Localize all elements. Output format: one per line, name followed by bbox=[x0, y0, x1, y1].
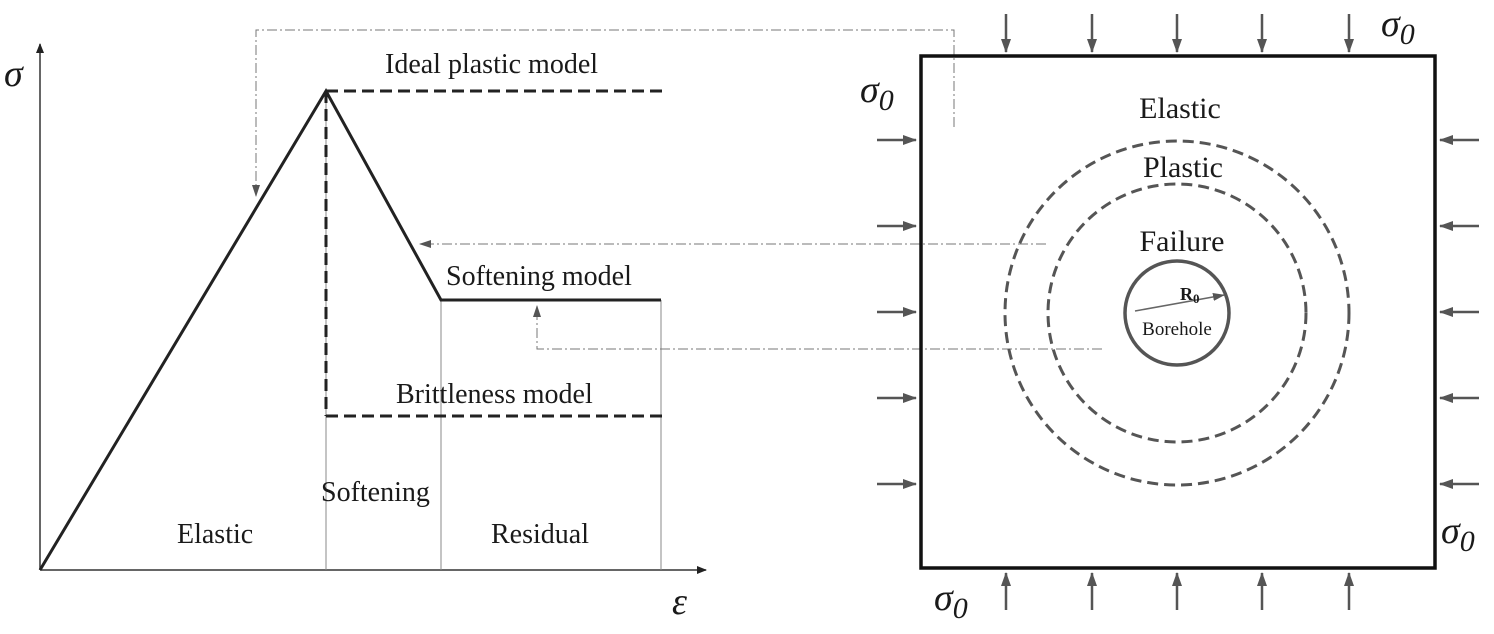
y-axis-symbol: σ bbox=[4, 53, 24, 95]
stress-label-bottom-left: σ0 bbox=[934, 577, 968, 625]
radius-label: R0 bbox=[1180, 284, 1200, 306]
right-load-arrows bbox=[1439, 135, 1479, 489]
stress-label-left: σ0 bbox=[860, 69, 894, 117]
zone-connectors bbox=[252, 29, 1102, 350]
stress-label-top-right: σ0 bbox=[1381, 3, 1415, 51]
zone-label-elastic: Elastic bbox=[1139, 92, 1221, 125]
failure-zone-boundary bbox=[1046, 182, 1308, 444]
zone-label-plastic: Plastic bbox=[1143, 151, 1223, 184]
elastic-softening-curve bbox=[38, 87, 661, 571]
left-load-arrows bbox=[877, 135, 917, 489]
stress-subscript: 0 bbox=[1460, 525, 1475, 558]
stage-label-residual: Residual bbox=[491, 519, 589, 550]
stress-symbol: σ bbox=[1441, 510, 1461, 552]
stage-label-elastic: Elastic bbox=[177, 519, 253, 550]
connector-failure-zone bbox=[533, 305, 1102, 350]
zone-label-failure: Failure bbox=[1140, 225, 1225, 258]
bottom-load-arrows bbox=[1001, 572, 1354, 610]
borehole-wall bbox=[1123, 259, 1231, 367]
stress-symbol: σ bbox=[934, 577, 954, 619]
plastic-zone-boundary bbox=[1003, 139, 1351, 487]
stress-label-right: σ0 bbox=[1441, 510, 1475, 558]
zone-label-borehole: Borehole bbox=[1142, 319, 1212, 340]
ideal-plastic-label: Ideal plastic model bbox=[385, 49, 598, 80]
stress-subscript: 0 bbox=[1400, 18, 1415, 51]
radius-arrow bbox=[1134, 293, 1225, 312]
brittleness-model-label: Brittleness model bbox=[396, 379, 593, 410]
stage-label-softening: Softening bbox=[321, 477, 430, 508]
x-axis-symbol: ε bbox=[672, 581, 687, 623]
radius-symbol: R bbox=[1180, 284, 1194, 304]
radius-subscript: 0 bbox=[1193, 291, 1200, 306]
stress-subscript: 0 bbox=[953, 592, 968, 625]
connector-elastic-zone bbox=[252, 29, 955, 197]
stress-symbol: σ bbox=[1381, 3, 1401, 45]
stress-subscript: 0 bbox=[879, 84, 894, 117]
rock-mass-boundary bbox=[919, 54, 1437, 570]
stress-strain-diagram: σ ε Ideal plastic model Softening model … bbox=[4, 43, 707, 623]
borehole-model: σ0 σ0 σ0 σ0 R0 Elastic Plastic Failure B… bbox=[860, 3, 1479, 625]
softening-model-label: Softening model bbox=[446, 261, 632, 292]
top-load-arrows bbox=[1001, 14, 1354, 53]
stress-symbol: σ bbox=[860, 69, 880, 111]
